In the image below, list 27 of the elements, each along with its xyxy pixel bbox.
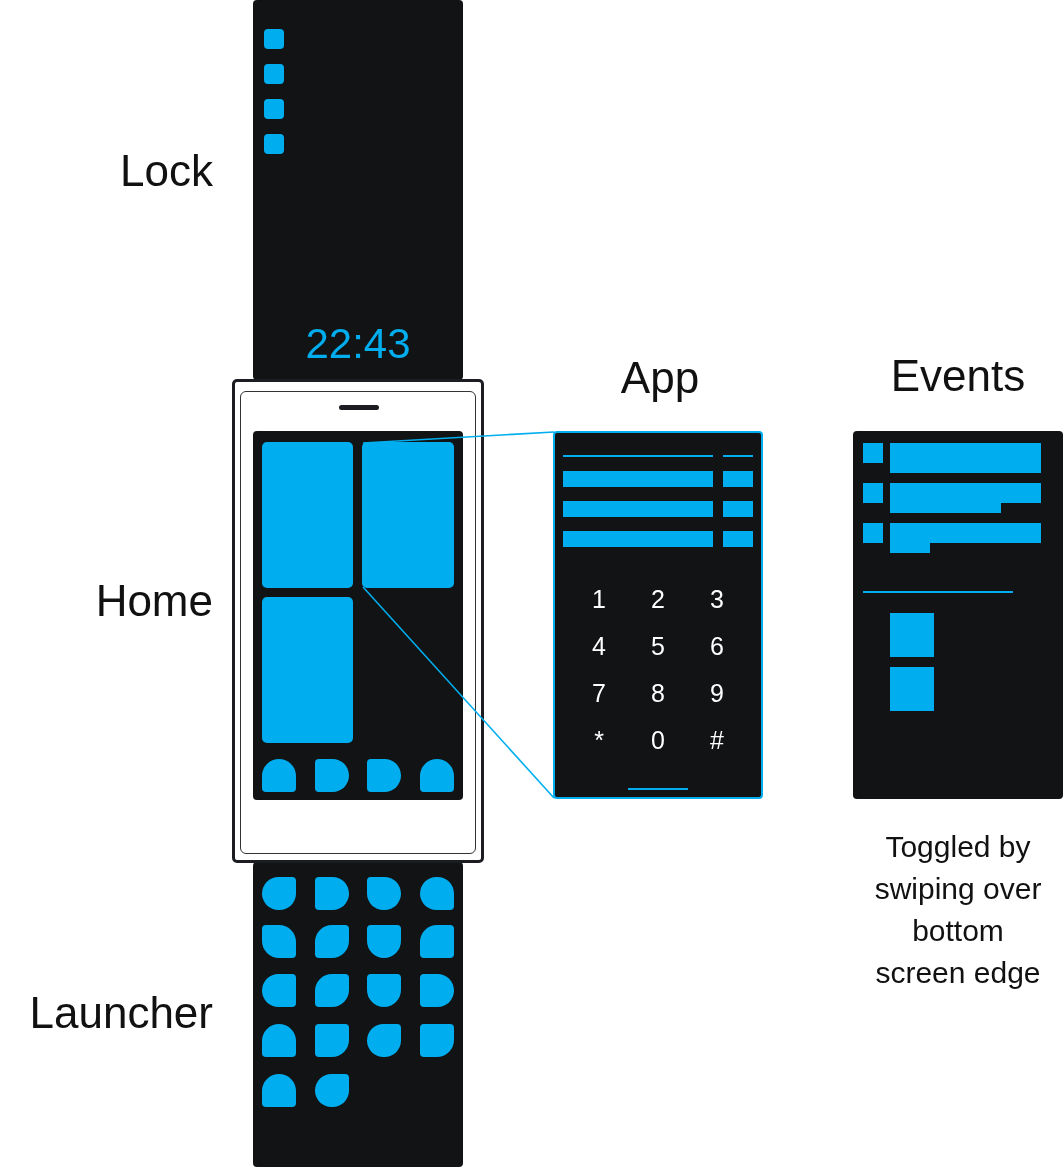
launcher-screen — [253, 862, 463, 1167]
keypad-digit: * — [593, 726, 605, 755]
lock-screen — [253, 0, 463, 380]
screen-label: Home — [94, 575, 213, 627]
keypad-digit: 1 — [591, 585, 607, 614]
app-cover-tile — [262, 442, 353, 588]
keypad-digit: 2 — [650, 585, 666, 614]
screen-label: Lock — [119, 145, 213, 197]
keypad-digit: # — [709, 726, 725, 755]
keypad-digit: 8 — [650, 679, 666, 708]
clock-text: 22:43 — [304, 320, 412, 368]
app-cover-tile — [362, 442, 454, 588]
caption-text: Toggled by swiping over bottom screen edge — [873, 829, 1043, 991]
screen-title: Events — [889, 351, 1027, 401]
keypad-digit: 0 — [650, 726, 666, 755]
zoom-line — [362, 431, 555, 444]
keypad-digit: 4 — [591, 632, 607, 661]
screen-title: App — [619, 353, 701, 403]
keypad-digit: 3 — [709, 585, 725, 614]
app-cover-tile — [262, 597, 353, 743]
keypad-digit: 9 — [709, 679, 725, 708]
home-screen — [253, 431, 463, 800]
keypad-digit: 5 — [650, 632, 666, 661]
keypad-digit: 7 — [591, 679, 607, 708]
keypad-digit: 6 — [709, 632, 725, 661]
zoom-line — [362, 586, 555, 799]
screen-label: Launcher — [28, 987, 213, 1039]
